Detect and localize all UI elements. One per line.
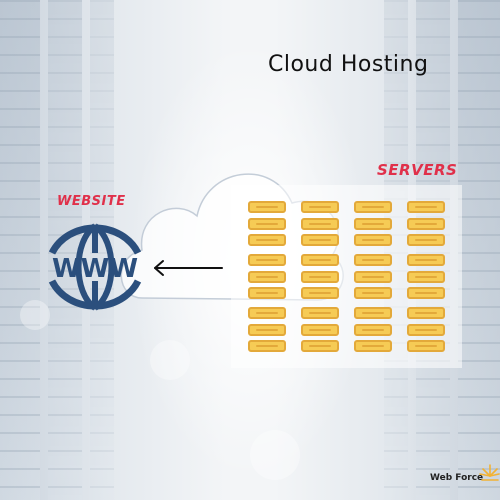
server-icon (407, 307, 445, 352)
server-unit (407, 270, 445, 283)
server-unit (354, 201, 392, 213)
server-unit (248, 323, 286, 336)
server-unit (248, 287, 286, 299)
server-unit (354, 287, 392, 299)
brand-name: Web Force (430, 473, 484, 483)
website-label: WEBSITE (57, 194, 126, 209)
server-icon (354, 201, 392, 246)
server-icon (248, 307, 286, 352)
bokeh-light (150, 340, 190, 380)
server-unit (301, 323, 339, 336)
bokeh-light (250, 430, 300, 480)
server-icon (248, 254, 286, 299)
globe-www-text: WWW (52, 254, 138, 284)
server-icon (301, 307, 339, 352)
server-unit (248, 307, 286, 319)
server-icon (301, 254, 339, 299)
server-icon (354, 254, 392, 299)
server-unit (407, 217, 445, 230)
servers-panel (231, 185, 462, 368)
server-unit (354, 323, 392, 336)
server-unit (248, 201, 286, 213)
brand-sun-icon (479, 464, 500, 481)
server-unit (301, 307, 339, 319)
server-unit (354, 307, 392, 319)
server-unit (407, 307, 445, 319)
server-icon (407, 254, 445, 299)
server-unit (354, 270, 392, 283)
server-unit (407, 287, 445, 299)
server-unit (248, 217, 286, 230)
arrow-left-icon (154, 260, 223, 276)
server-icon (354, 307, 392, 352)
server-unit (301, 201, 339, 213)
server-unit (407, 254, 445, 266)
server-unit (301, 217, 339, 230)
bokeh-light (20, 300, 50, 330)
server-unit (248, 234, 286, 246)
server-icon (407, 201, 445, 246)
server-unit (407, 234, 445, 246)
server-rack-right (458, 0, 500, 500)
servers-label: SERVERS (377, 161, 458, 179)
server-unit (301, 340, 339, 352)
server-unit (354, 217, 392, 230)
server-unit (354, 234, 392, 246)
globe-icon: WWW (48, 223, 142, 311)
server-unit (301, 254, 339, 266)
server-unit (407, 340, 445, 352)
server-unit (248, 340, 286, 352)
page-title: Cloud Hosting (268, 52, 429, 77)
server-icon (248, 201, 286, 246)
server-rack-left (0, 0, 40, 500)
server-icon (301, 201, 339, 246)
server-unit (407, 323, 445, 336)
server-unit (407, 201, 445, 213)
server-unit (301, 270, 339, 283)
server-unit (248, 270, 286, 283)
server-unit (354, 254, 392, 266)
server-unit (248, 254, 286, 266)
server-unit (301, 234, 339, 246)
server-grid (248, 201, 445, 352)
server-unit (301, 287, 339, 299)
server-unit (354, 340, 392, 352)
